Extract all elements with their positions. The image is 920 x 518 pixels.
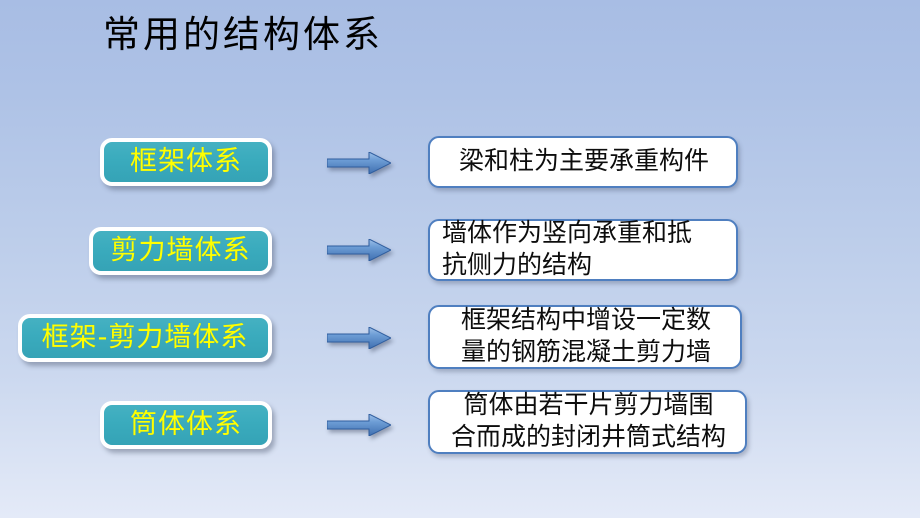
description-line: 墙体作为竖向承重和抵 bbox=[442, 218, 693, 247]
description-line: 合而成的封闭井筒式结构 bbox=[450, 422, 726, 451]
system-description-tube: 筒体由若干片剪力墙围 合而成的封闭井筒式结构 bbox=[428, 390, 747, 454]
system-description-frame-shearwall: 框架结构中增设一定数 量的钢筋混凝土剪力墙 bbox=[428, 305, 742, 369]
system-pill-tube[interactable]: 筒体体系 bbox=[100, 401, 272, 449]
right-arrow-icon bbox=[327, 239, 391, 261]
system-description-shearwall: 墙体作为竖向承重和抵 抗侧力的结构 bbox=[428, 218, 738, 281]
system-pill-frame-shearwall[interactable]: 框架-剪力墙体系 bbox=[18, 314, 272, 362]
system-pill-frame[interactable]: 框架体系 bbox=[100, 138, 272, 186]
description-line: 抗侧力的结构 bbox=[442, 250, 593, 279]
right-arrow-icon bbox=[327, 327, 391, 349]
description-line: 框架结构中增设一定数 bbox=[460, 305, 711, 334]
description-line: 梁和柱为主要承重构件 bbox=[458, 146, 709, 175]
system-pill-label: 剪力墙体系 bbox=[110, 235, 251, 266]
system-pill-label: 框架-剪力墙体系 bbox=[41, 322, 249, 353]
description-line: 量的钢筋混凝土剪力墙 bbox=[460, 337, 711, 366]
right-arrow-icon bbox=[327, 152, 391, 174]
system-pill-shearwall[interactable]: 剪力墙体系 bbox=[89, 227, 272, 275]
system-description-frame: 梁和柱为主要承重构件 bbox=[428, 136, 738, 188]
page-title: 常用的结构体系 bbox=[103, 13, 383, 56]
description-line: 筒体由若干片剪力墙围 bbox=[463, 390, 714, 419]
system-pill-label: 筒体体系 bbox=[130, 409, 242, 440]
right-arrow-icon bbox=[327, 414, 391, 436]
system-pill-label: 框架体系 bbox=[130, 146, 242, 177]
